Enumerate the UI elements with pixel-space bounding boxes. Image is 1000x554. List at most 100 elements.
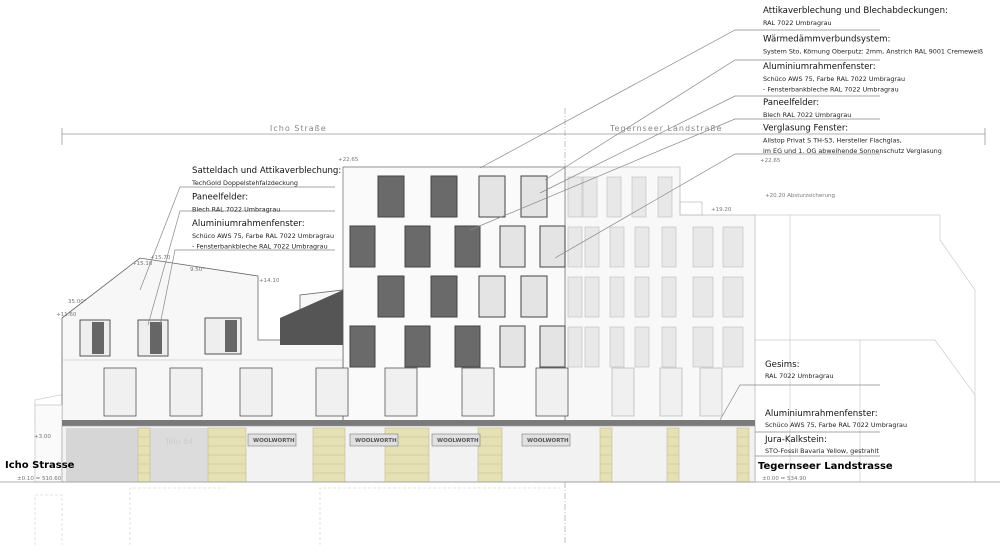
level-top-right: +22.65 <box>760 158 781 164</box>
window-right-building <box>722 276 744 318</box>
window-first-floor <box>169 367 203 417</box>
window <box>349 225 376 268</box>
annotation-title: Satteldach und Attikaverblechung: <box>192 166 341 176</box>
annotation-text: - Fensterbankbleche RAL 7022 Umbragrau <box>763 86 899 94</box>
window-right-building <box>609 226 625 268</box>
gable-angle: 35.00° <box>68 299 87 305</box>
level-ridge-a: +15.10 <box>132 261 153 267</box>
annotation-title: Paneelfelder: <box>763 98 819 108</box>
street-label-tegernseer: Tegernseer Landstraße <box>609 124 722 133</box>
level-canopy: +3.00 <box>34 434 51 440</box>
window-right-building <box>634 326 650 368</box>
panel-field <box>92 322 104 354</box>
woolworth-sign <box>521 433 571 447</box>
annotation-text: STO-Fossil Bavaria Yellow, gestrahlt <box>765 447 879 455</box>
window-first-floor <box>103 367 137 417</box>
window <box>430 275 458 318</box>
window-first-floor <box>239 367 273 417</box>
annotations-bottom: Gesims: RAL 7022 UmbragrauAluminiumrahmen… <box>764 360 907 455</box>
window-right-building <box>606 176 622 218</box>
annotation-text: im EG und 1. OG abweihende Sonnenschutz … <box>763 147 942 155</box>
level-marks: +22.65 +22.65 +20.20 Absturzsicherung +1… <box>17 157 835 482</box>
window-right-building <box>567 326 583 368</box>
window-right-building <box>692 276 714 318</box>
annotation-text: Schüco AWS 75, Farbe RAL 7022 Umbragrau <box>765 421 907 429</box>
window-right-building <box>567 276 583 318</box>
window-first-floor <box>659 367 683 417</box>
panel-field <box>150 322 162 354</box>
window <box>454 325 481 368</box>
level-gable-base: +11.60 <box>56 312 77 318</box>
annotations-right: Attikaverblechung und Blechabdeckungen: R… <box>763 6 983 155</box>
shop-telo <box>150 428 208 482</box>
window-right-building <box>631 176 647 218</box>
annotation-text: - Fensterbankbleche RAL 7022 Umbragrau <box>192 243 328 251</box>
window-right-building <box>609 326 625 368</box>
window <box>520 175 548 218</box>
level-ridge-b: +15.70 <box>150 255 171 261</box>
woolworth-sign <box>247 433 297 447</box>
panel-field <box>225 320 237 352</box>
glass-entrance-left <box>66 428 138 482</box>
annotation-title: Wärmedämmverbundsystem: <box>763 35 890 45</box>
window <box>520 275 548 318</box>
window <box>349 325 376 368</box>
annotation-text: System Sto, Körnung Oberputz: 2mm, Anstr… <box>763 48 983 56</box>
window <box>499 325 526 368</box>
annotation-title: Jura-Kalkstein: <box>764 435 827 445</box>
annotation-text: Blech RAL 7022 Umbragrau <box>192 206 280 214</box>
level-ground-left: ±0.10 = 510.60 <box>17 476 62 482</box>
window-first-floor <box>315 367 349 417</box>
window-first-floor <box>611 367 635 417</box>
annotation-title: Gesims: <box>765 360 800 370</box>
level-absturz: +20.20 Absturzsicherung <box>765 193 835 199</box>
window <box>499 225 526 268</box>
window-right-building <box>584 326 600 368</box>
level-eave: +14.10 <box>259 278 280 284</box>
window <box>539 225 566 268</box>
window-right-building <box>634 276 650 318</box>
woolworth-sign-text: WOOLWORTH <box>253 438 295 444</box>
shop-sign-telo: Telo 64 <box>164 437 193 446</box>
window <box>539 325 566 368</box>
window <box>478 175 506 218</box>
shop-signs: WOOLWORTH WOOLWORTH WOOLWORTH WOOLWORTH <box>247 433 571 447</box>
annotations-left: Satteldach und Attikaverblechung: TechGol… <box>191 166 341 251</box>
window-right-building <box>661 276 677 318</box>
foundation-outline <box>34 487 560 545</box>
annotation-text: RAL 7022 Umbragrau <box>765 372 834 380</box>
leader-lines <box>139 29 880 457</box>
neighbour-building-outline <box>34 214 976 482</box>
annotation-title: Aluminiumrahmenfenster: <box>763 62 876 72</box>
window-right-building <box>692 226 714 268</box>
window <box>430 175 458 218</box>
annotation-title: Verglasung Fenster: <box>763 124 848 134</box>
woolworth-sign-text: WOOLWORTH <box>437 438 479 444</box>
window-right-building <box>609 276 625 318</box>
window-first-floor <box>535 367 569 417</box>
woolworth-sign-text: WOOLWORTH <box>527 438 569 444</box>
level-top-mid: +22.65 <box>338 157 359 163</box>
annotation-title: Aluminiumrahmenfenster: <box>192 219 305 229</box>
window-right-building <box>722 326 744 368</box>
woolworth-sign <box>431 433 481 447</box>
annotation-text: RAL 7022 Umbragrau <box>763 19 832 27</box>
window-right-building <box>661 226 677 268</box>
window-right-building <box>634 226 650 268</box>
window-right-building <box>567 226 583 268</box>
roof-angle: 9.50° <box>190 267 205 273</box>
street-name-left: Icho Strasse <box>5 460 75 471</box>
window-right-building <box>582 176 598 218</box>
level-step: +19.20 <box>711 207 732 213</box>
woolworth-sign-text: WOOLWORTH <box>355 438 397 444</box>
window-right-building <box>567 176 583 218</box>
annotation-title: Attikaverblechung und Blechabdeckungen: <box>763 6 948 16</box>
annotation-title: Aluminiumrahmenfenster: <box>765 409 878 419</box>
street-name-right: Tegernseer Landstrasse <box>758 461 893 472</box>
annotation-text: Blech RAL 7022 Umbragrau <box>763 111 851 119</box>
annotation-text: TechGold Doppelstehfalzdeckung <box>191 179 298 187</box>
windows-group <box>79 175 744 417</box>
window <box>377 275 405 318</box>
